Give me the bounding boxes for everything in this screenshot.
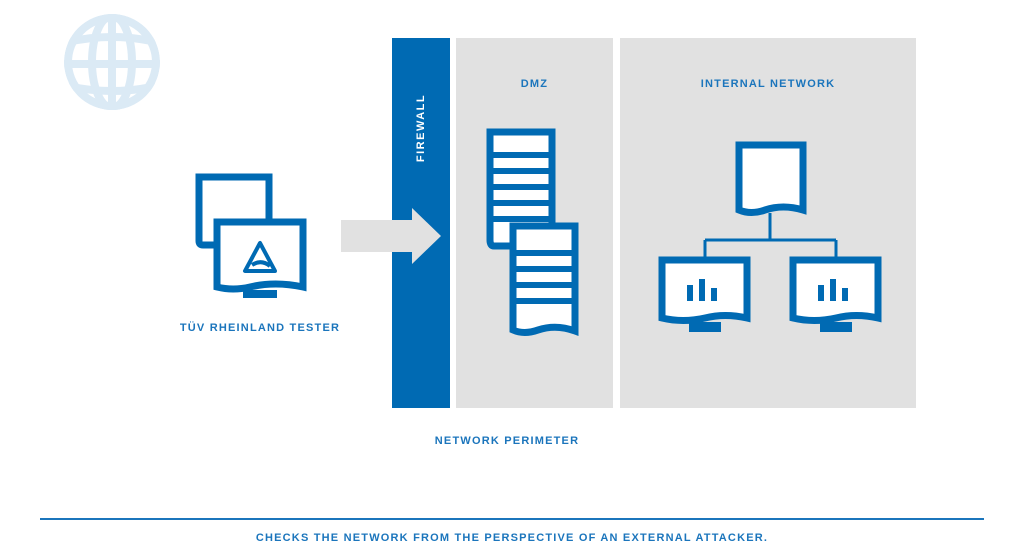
bar-chart-icon — [818, 279, 848, 301]
server-document-back-icon — [486, 128, 556, 250]
network-perimeter-label: NETWORK PERIMETER — [434, 435, 580, 447]
arrow-head-overlay — [392, 208, 441, 264]
front-monitor-icon — [213, 218, 307, 298]
divider-rule — [40, 518, 984, 520]
globe-icon — [64, 14, 160, 110]
dmz-label: DMZ — [520, 78, 549, 90]
client-monitor-right-icon — [789, 256, 882, 332]
internal-server-icon — [735, 141, 807, 216]
client-monitor-left-icon — [658, 256, 751, 332]
internal-network-label: INTERNAL NETWORK — [700, 78, 836, 90]
tester-icon — [195, 173, 307, 298]
tester-label: TÜV RHEINLAND TESTER — [179, 322, 341, 334]
tuv-logo-icon — [243, 241, 277, 273]
bar-chart-icon — [687, 279, 717, 301]
caption: CHECKS THE NETWORK FROM THE PERSPECTIVE … — [255, 532, 769, 544]
internal-network-diagram — [658, 141, 882, 332]
connector-lines — [703, 213, 838, 258]
internal-network-zone — [620, 38, 916, 408]
firewall-label: FIREWALL — [415, 93, 427, 163]
dmz-servers-icon — [486, 128, 579, 337]
server-document-front-icon — [509, 222, 579, 337]
